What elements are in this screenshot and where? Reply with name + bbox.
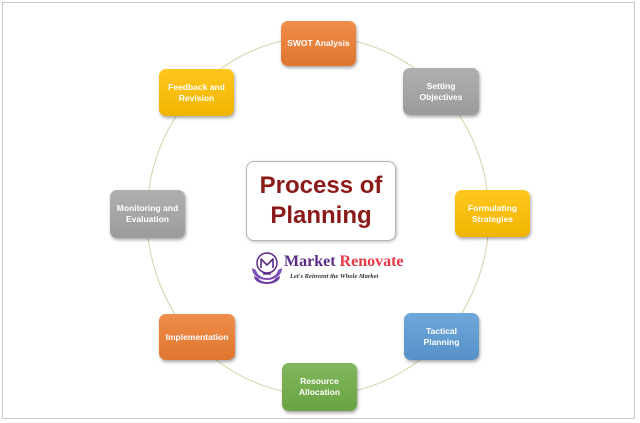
step-label: Resource Allocation [298,376,341,397]
brand-logo-block: Market Renovate Let's Reinvent the Whole… [250,250,404,286]
step-label: Implementation [165,331,229,342]
step-label: Monitoring and Evaluation [116,203,179,224]
brand-name-part2: Renovate [339,253,404,270]
step-tactical-planning: Tactical Planning [404,313,479,360]
step-label: Feedback and Revision [168,81,225,103]
step-resource-allocation: Resource Allocation [282,363,357,411]
step-label: Setting Objectives [419,80,463,102]
step-setting-objectives: Setting Objectives [403,68,479,115]
brand-name-part1: Market [284,253,340,270]
step-formulating-strategies: Formulating Strategies [455,190,530,237]
step-label: SWOT Analysis [287,38,350,48]
brand-name: Market Renovate [284,253,404,271]
title-line-2: Planning [270,202,372,229]
step-feedback-and-revision: Feedback and Revision [159,69,234,116]
central-title-box: Process of Planning [246,161,396,241]
step-swot-analysis: SWOT Analysis [281,21,356,66]
step-label: Tactical Planning [423,325,460,347]
step-label: Formulating Strategies [467,202,518,224]
title-line-1: Process of [259,172,383,199]
brand-tagline: Let's Reinvent the Whole Market [290,273,379,280]
lightbulb-m-icon [252,252,282,284]
step-monitoring-and-evaluation: Monitoring and Evaluation [110,190,185,238]
step-implementation: Implementation [159,314,235,360]
